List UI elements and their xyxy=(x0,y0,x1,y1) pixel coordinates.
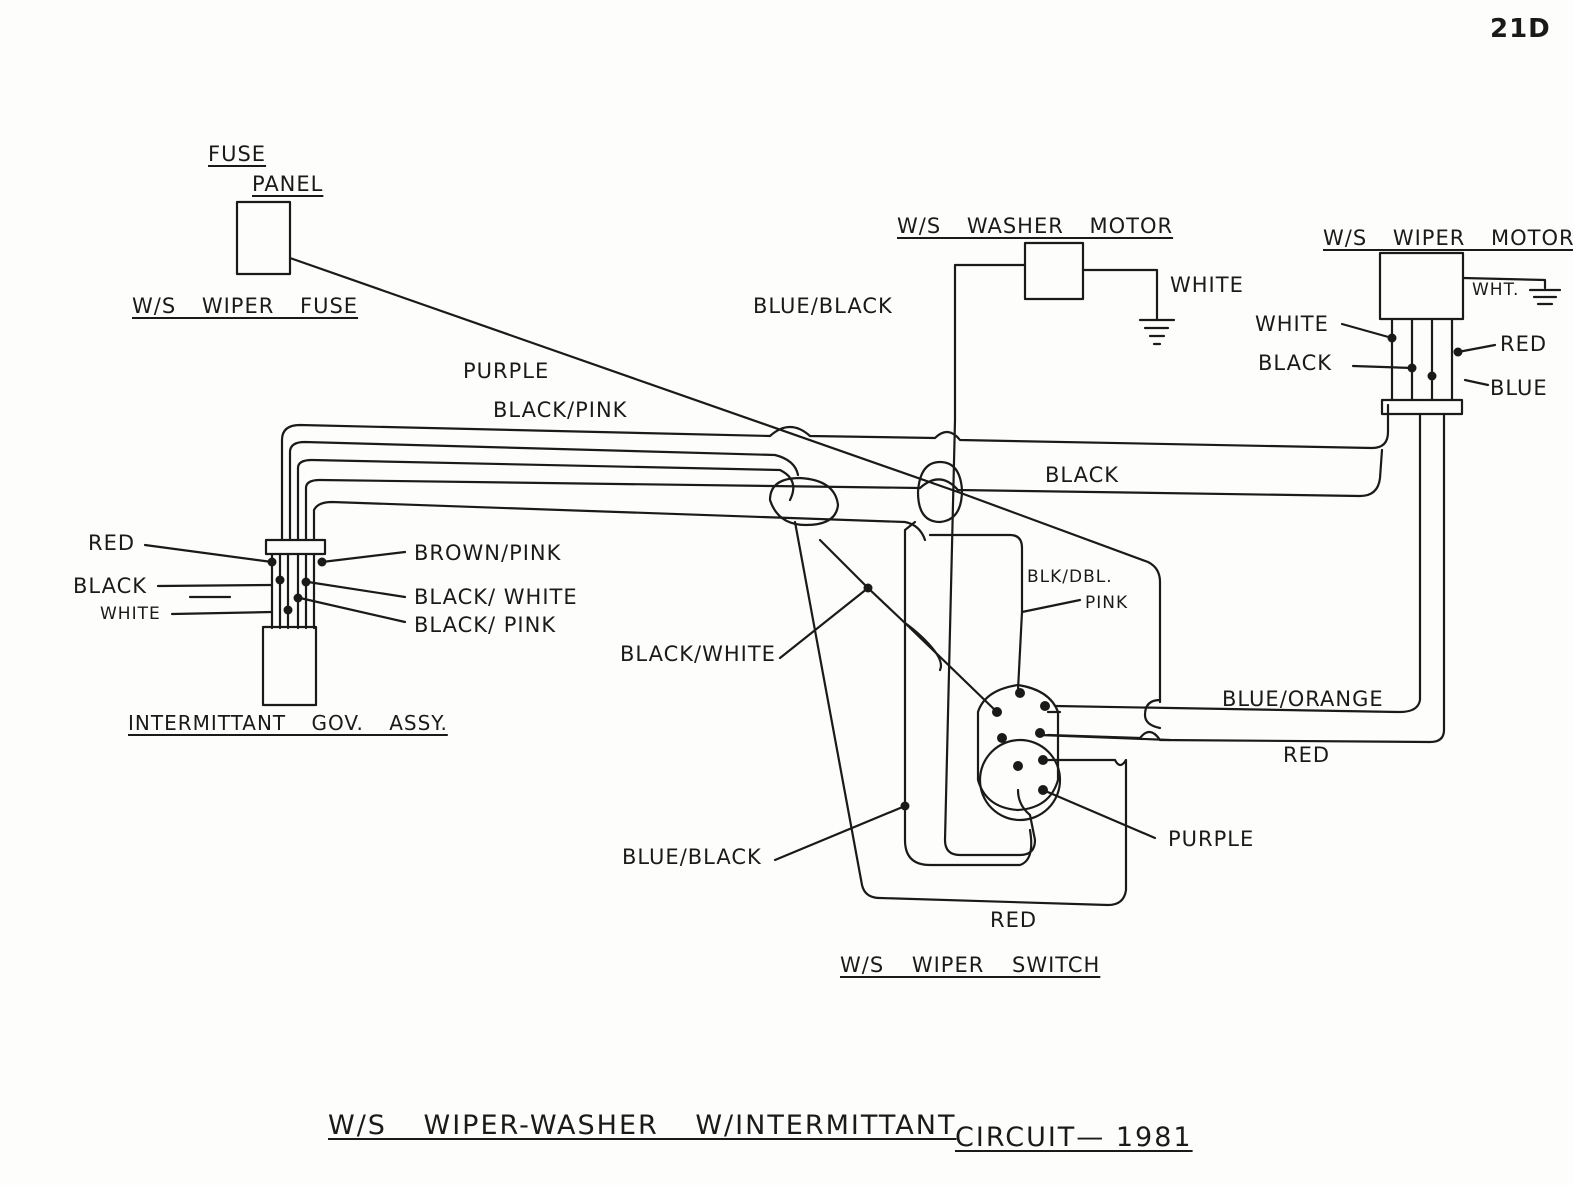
label-red-bottom: RED xyxy=(990,908,1038,932)
wire-purple-diagonal xyxy=(288,256,1162,704)
fuse-panel-box xyxy=(235,200,292,276)
wire-blue-orange xyxy=(1053,412,1422,714)
label-blue-black-top: BLUE/BLACK xyxy=(753,294,893,318)
fuse-panel-label-line2: PANEL xyxy=(252,172,324,196)
label-black-mid: BLACK xyxy=(1045,463,1120,487)
wiper-switch-body xyxy=(976,683,1060,812)
label-wht-ground: WHT. xyxy=(1472,280,1520,300)
label-black-pink-top: BLACK/PINK xyxy=(493,398,628,422)
wiper-motor-connector xyxy=(1380,398,1464,416)
label-motor-black: BLACK xyxy=(1258,351,1333,375)
label-gov-black-white: BLACK/ WHITE xyxy=(414,585,578,609)
gov-connector xyxy=(264,538,327,556)
label-gov-brown-pink: BROWN/PINK xyxy=(414,541,562,565)
label-blk-dbl-line2: PINK xyxy=(1085,593,1129,613)
wire-black-white-h xyxy=(296,458,795,542)
label-gov-red: RED xyxy=(88,531,136,555)
wiper-switch-label: W/S WIPER SWITCH xyxy=(840,953,1101,977)
crossing-loop-center xyxy=(916,460,964,524)
wiper-motor-box xyxy=(1378,251,1465,321)
label-motor-red: RED xyxy=(1500,332,1548,356)
diagram-title-main: W/S WIPER-WASHER W/INTERMITTANT xyxy=(328,1110,957,1141)
wire-red-right xyxy=(1046,412,1446,744)
intermittant-gov-label: INTERMITTANT GOV. ASSY. xyxy=(128,711,448,735)
label-purple-switch: PURPLE xyxy=(1168,827,1255,851)
junction-dots xyxy=(267,333,1463,811)
wire-black-h xyxy=(304,448,1384,542)
label-red-right: RED xyxy=(1283,743,1331,767)
wire-red-h xyxy=(312,500,927,542)
switch-disc xyxy=(978,738,1062,822)
crossing-loop-left xyxy=(768,476,840,527)
page-number: 21D xyxy=(1490,14,1551,44)
label-blue-orange: BLUE/ORANGE xyxy=(1222,687,1384,711)
washer-motor-label: W/S WASHER MOTOR xyxy=(897,214,1174,238)
diagram-title-year: CIRCUIT— 1981 xyxy=(955,1122,1193,1153)
washer-motor-box xyxy=(1023,241,1085,301)
label-blue-black-bottom: BLUE/BLACK xyxy=(622,845,762,869)
label-gov-black-pink: BLACK/ PINK xyxy=(414,613,557,637)
label-white-washer: WHITE xyxy=(1170,273,1244,297)
wiper-motor-label: W/S WIPER MOTOR xyxy=(1323,226,1573,250)
label-blk-dbl-line1: BLK/DBL. xyxy=(1027,567,1113,587)
label-black-white-mid: BLACK/WHITE xyxy=(620,642,776,666)
wiper-fuse-label: W/S WIPER FUSE xyxy=(132,294,359,318)
label-gov-black: BLACK xyxy=(73,574,148,598)
wire-brown-pink xyxy=(288,440,800,542)
fuse-panel-label-line1: FUSE xyxy=(208,142,267,166)
wire-black-pink xyxy=(280,403,1390,542)
label-gov-white: WHITE xyxy=(100,604,161,624)
label-motor-blue: BLUE xyxy=(1490,376,1548,400)
label-motor-white: WHITE xyxy=(1255,312,1329,336)
gov-box xyxy=(261,625,318,707)
label-purple-top: PURPLE xyxy=(463,359,550,383)
